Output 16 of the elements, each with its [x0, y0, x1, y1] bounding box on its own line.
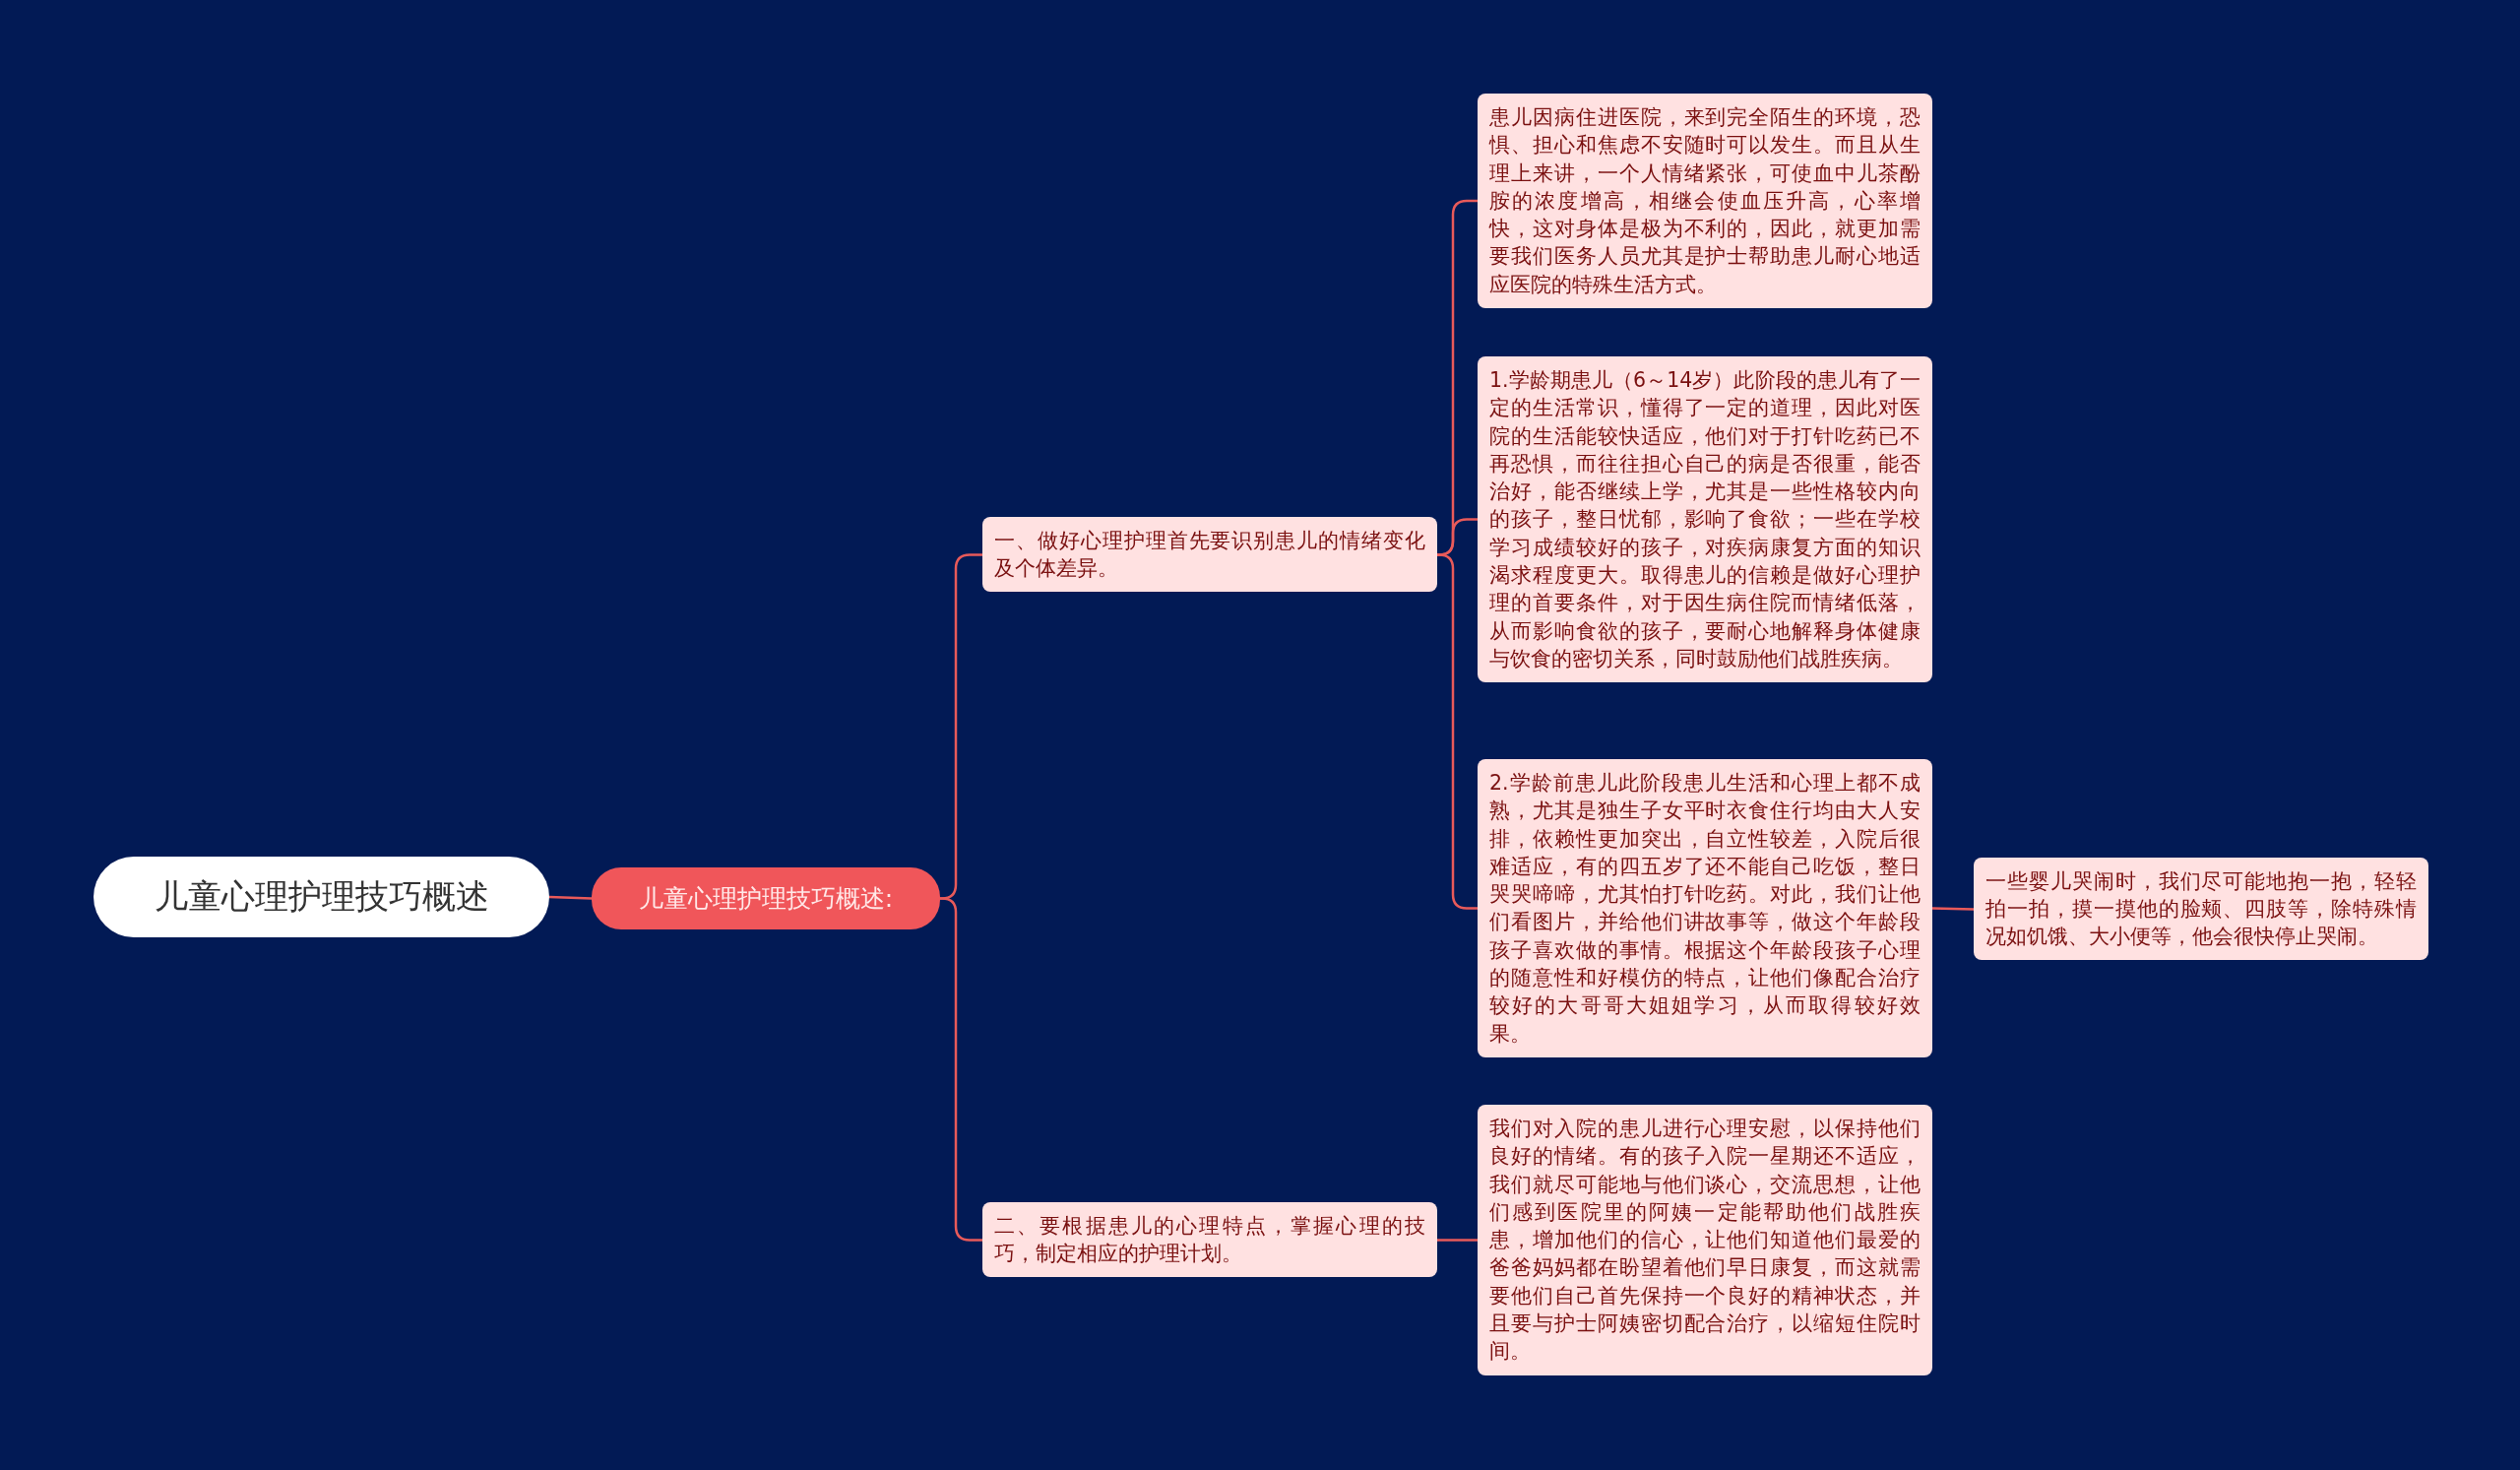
note-text: 二、要根据患儿的心理特点，掌握心理的技巧，制定相应的护理计划。 [994, 1212, 1425, 1267]
connector-line [1437, 1239, 1478, 1242]
topic-text: 儿童心理护理技巧概述: [637, 882, 895, 915]
topic-text: 儿童心理护理技巧概述 [153, 875, 490, 918]
note-text: 1.学龄期患儿（6～14岁）此阶段的患儿有了一定的生活常识，懂得了一定的道理，因此对医院的生活能较快适应，他们对于打针吃药已不再恐惧，而往往担心自己的病是否很重，能否治好，能否继续上学，尤其是一些性格较内向的孩子，整日忧郁，影响了食欲；一些在学校学习成绩较好的孩子，对疾病康复方面的知识渴求程度更大。取得患儿的信赖是做好心理护理的首要条件，对于因生病住院而情绪低落，从而影响食欲的孩子，要耐心地解释身体健康与饮食的密切关系，同时鼓励他们战胜疾病。 [1489, 367, 1921, 672]
note-card [1974, 857, 2428, 961]
note-text: 一、做好心理护理首先要识别患儿的情绪变化及个体差异。 [994, 527, 1425, 582]
note-card [982, 516, 1437, 593]
connector-line [548, 895, 593, 900]
note-card [982, 1201, 1437, 1278]
note-text: 我们对入院的患儿进行心理安慰，以保持他们良好的情绪。有的孩子入院一星期还不适应，我们就尽可能地与他们谈心，交流思想，让他们感到医院里的阿姨一定能帮助他们战胜疾患，增加他们的信心，让他们知道他们最爱的爸爸妈妈都在盼望着他们早日康复，而这就需要他们自己首先保持一个良好的精神状态，并且要与护士阿姨密切配合治疗，以缩短住院时间。 [1489, 1116, 1921, 1366]
note-text: 一些婴儿哭闹时，我们尽可能地抱一抱，轻轻拍一拍，摸一摸他的脸颊、四肢等，除特殊情况如饥饿、大小便等，他会很快停止哭闹。 [1985, 867, 2417, 951]
branch-topic-pill [592, 866, 940, 929]
note-text: 2.学龄前患儿此阶段患儿生活和心理上都不成熟，尤其是独生子女平时衣食住行均由大人安排，依赖性更加突出，自立性较差，入院后很难适应，有的四五岁了还不能自己吃饭，整日哭哭啼啼，尤其怕打针吃药。对此，我们让他们看图片，并给他们讲故事等，做这个年龄段孩子喜欢做的事情。根据这个年龄段孩子心理的随意性和好模仿的特点，让他们像配合治疗较好的大哥哥大姐姐学习，从而取得较好效果。 [1489, 770, 1921, 1048]
note-text: 患儿因病住进医院，来到完全陌生的环境，恐惧、担心和焦虑不安随时可以发生。而且从生理上来讲，一个人情绪紧张，可使血中儿茶酚胺的浓度增高，相继会使血压升高，心率增快，这对身体是极为不利的，因此，就更加需要我们医务人员尤其是护士帮助患儿耐心地适应医院的特殊生活方式。 [1489, 104, 1921, 298]
connector-line [1931, 907, 1975, 911]
